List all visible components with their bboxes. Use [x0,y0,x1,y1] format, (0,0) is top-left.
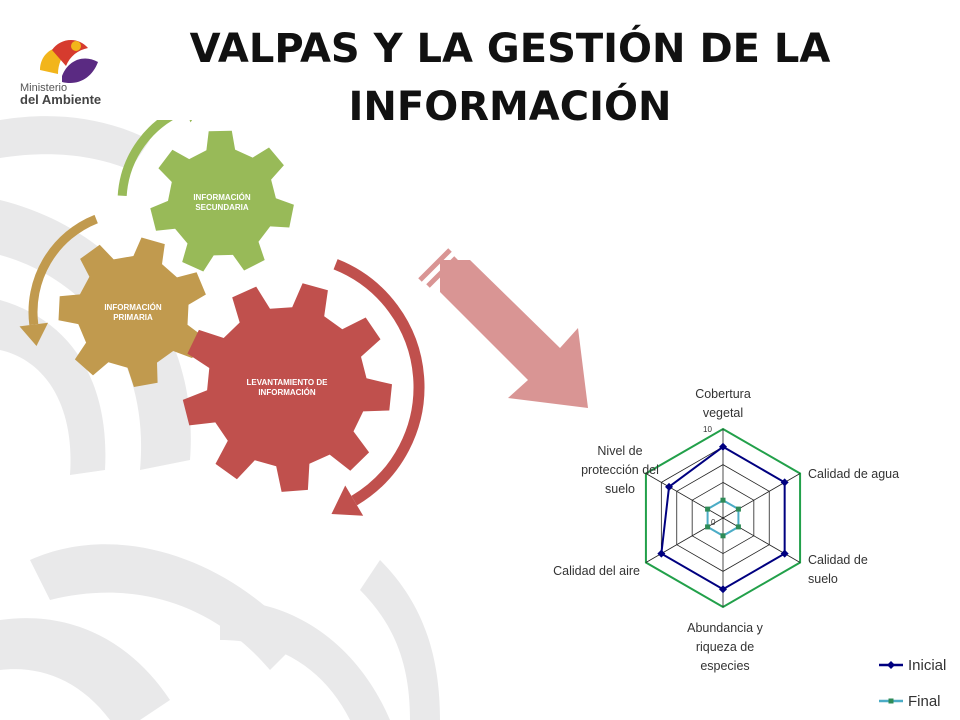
logo-text: Ministerio del Ambiente [20,82,101,106]
radar-axis-label-3-line-1: Calidad de [808,553,868,567]
radar-point-final-6 [705,506,711,512]
gear-label-3-line-1: LEVANTAMIENTO DE [247,378,329,387]
gear-label-2-line-2: PRIMARIA [113,313,153,322]
radar-spoke-2 [722,473,801,519]
legend-label-final: Final [908,693,941,710]
radar-point-inicial-1 [719,442,727,451]
page-title: VALPAS Y LA GESTIÓN DE LA INFORMACIÓN [160,20,860,136]
radar-point-inicial-3 [780,549,789,558]
logo-line-1: Ministerio [20,82,68,94]
logo-purple-petal [62,58,98,84]
logo-line-2: del Ambiente [20,92,102,107]
radar-spoke-3 [722,517,801,563]
logo-sun [71,41,81,51]
radar-point-final-4 [720,533,726,539]
legend-item-inicial: Inicial [879,657,946,674]
radar-series-inicial [657,442,789,594]
radar-spoke-6 [645,473,724,519]
radar-axis-label-4-line-1: Abundancia y [687,621,764,635]
radar-axis-label-6-line-2: protección del [581,463,659,477]
legend-marker-final [888,698,894,704]
information-cycle-diagram: INFORMACIÓNSECUNDARIAINFORMACIÓNPRIMARIA… [19,120,425,516]
radar-point-final-2 [735,506,741,512]
radar-axis-label-6-line-1: Nivel de [597,444,642,458]
radar-axis-label-6-line-3: suelo [605,482,635,496]
cycle-arrow-green [117,120,193,197]
radar-point-inicial-5 [657,549,666,558]
title-line-2: INFORMACIÓN [348,84,672,130]
title-line-1: VALPAS Y LA GESTIÓN DE LA [189,26,831,72]
radar-tick-10: 10 [703,425,712,434]
legend-label-inicial: Inicial [908,657,946,674]
radar-axis-label-4-line-3: especies [700,659,749,673]
legend-item-final: Final [879,693,941,710]
radar-axis-label-1-line-1: Cobertura [695,387,751,401]
radar-series-final [705,497,741,539]
big-arrow-to-chart [418,248,588,408]
radar-point-inicial-4 [719,585,727,594]
gear-label-1-line-1: INFORMACIÓN [193,193,251,202]
big-arrow-body [440,260,588,408]
big-arrow-stripe-2 [426,256,458,288]
radar-spoke-5 [645,517,724,563]
gear-label-2-line-1: INFORMACIÓN [104,303,162,312]
gear-label-1-line-2: SECUNDARIA [195,203,249,212]
radar-point-inicial-6 [665,482,674,491]
radar-point-final-5 [705,524,711,530]
ministerio-logo [40,39,98,84]
big-arrow-stripe-1 [418,248,452,282]
gear-label-3-line-2: INFORMACIÓN [258,388,316,397]
radar-point-final-3 [735,524,741,530]
radar-axis-label-5-line-1: Calidad del aire [553,564,640,578]
radar-point-final-1 [720,497,726,503]
cycle-arrow-tan [19,214,98,346]
radar-axis-label-3-line-2: suelo [808,572,838,586]
radar-tick-0: 0 [711,518,716,527]
radar-axis-label-1-line-2: vegetal [703,406,743,420]
cycle-arrow-red [331,259,425,516]
radar-axis-label-2-line-1: Calidad de agua [808,467,899,481]
legend-marker-inicial [887,661,895,669]
radar-axis-label-4-line-2: riqueza de [696,640,754,654]
radar-point-inicial-2 [780,478,789,487]
